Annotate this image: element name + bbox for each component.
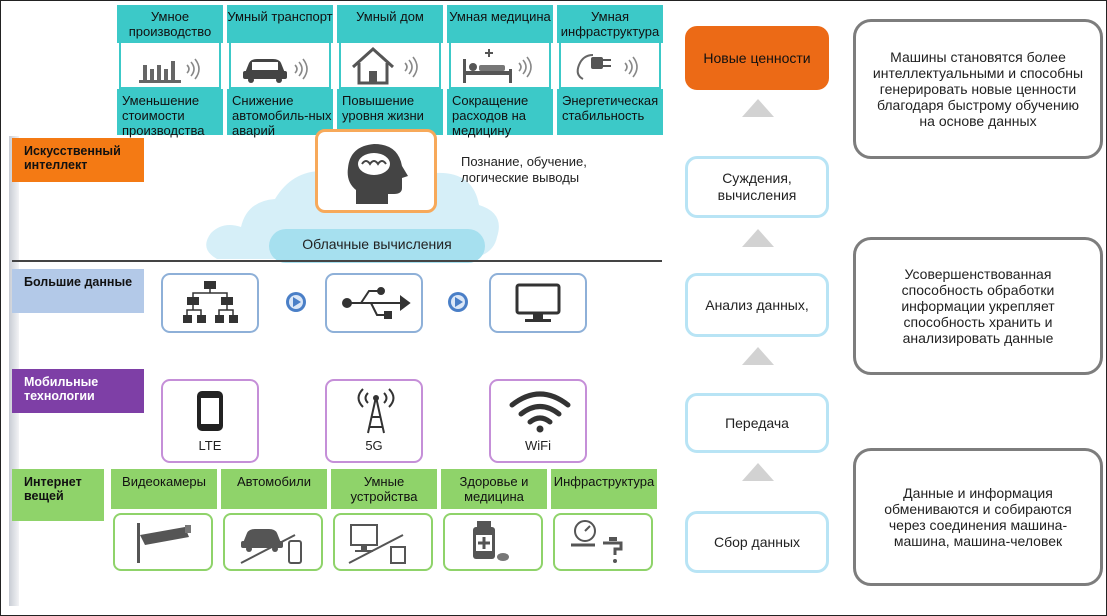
app-smart-transport: Умный транспорт Снижение автомобиль-ных … bbox=[227, 5, 333, 138]
up-arrow-icon bbox=[742, 229, 774, 247]
note-exchange: Данные и информация обмениваются и собир… bbox=[853, 448, 1103, 586]
app-title: Умный транспорт bbox=[227, 5, 333, 43]
iot-item-infrastructure: Инфраструктура bbox=[551, 469, 657, 573]
monitor-icon bbox=[515, 283, 561, 322]
iot-label: Автомобили bbox=[221, 469, 327, 509]
medicine-icon bbox=[473, 521, 509, 561]
mobile-box-5g: 5G bbox=[325, 379, 423, 463]
app-title: Умное производство bbox=[117, 5, 223, 43]
ai-caption: Познание, обучение, логические выводы bbox=[461, 154, 587, 185]
big-data-box-hierarchy bbox=[161, 273, 259, 333]
up-arrow-icon bbox=[742, 463, 774, 481]
app-title: Умная медицина bbox=[447, 5, 553, 43]
cloud-label-pill bbox=[269, 229, 485, 263]
big-data-box-monitor bbox=[489, 273, 587, 333]
car-phone-icon bbox=[240, 529, 302, 564]
up-arrow-icon bbox=[742, 99, 774, 117]
app-benefit: Уменьшение стоимости производства bbox=[117, 89, 223, 138]
mobile-label: WiFi bbox=[525, 438, 551, 453]
hospital-bed-icon bbox=[463, 49, 532, 83]
flow-step-judgment: Суждения, вычисления bbox=[685, 156, 829, 218]
app-smart-medicine: Умная медицина Сокращение расходов на ме… bbox=[447, 5, 553, 138]
house-icon bbox=[351, 46, 418, 85]
play-arrow-icon bbox=[286, 292, 306, 312]
flow-step-collection: Сбор данных bbox=[685, 511, 829, 573]
big-data-box-usb bbox=[325, 273, 423, 333]
factory-icon bbox=[139, 58, 200, 83]
iot-item-health: Здоровье и медицина bbox=[441, 469, 547, 573]
iot-item-cars: Автомобили bbox=[221, 469, 327, 573]
app-benefit: Снижение автомобиль-ных аварий bbox=[227, 89, 333, 138]
layer-label-iot: Интернет вещей bbox=[12, 469, 104, 521]
smartphone-icon bbox=[197, 391, 223, 431]
mobile-box-wifi: WiFi bbox=[489, 379, 587, 463]
app-benefit: Сокращение расходов на медицину bbox=[447, 89, 553, 138]
computer-icon bbox=[348, 524, 406, 564]
ai-brain-box bbox=[315, 129, 437, 213]
antenna-tower-icon bbox=[357, 388, 395, 434]
cloud-label: Облачные вычисления bbox=[302, 236, 452, 252]
flow-step-transfer: Передача bbox=[685, 393, 829, 453]
hierarchy-icon bbox=[183, 281, 238, 323]
wifi-icon bbox=[509, 391, 571, 433]
note-intelligence: Машины становятся более интеллектуальным… bbox=[853, 19, 1103, 159]
play-arrow-icon bbox=[448, 292, 468, 312]
layer-label-big-data: Большие данные bbox=[12, 269, 144, 313]
up-arrow-icon bbox=[742, 347, 774, 365]
app-smart-manufacturing: Умное производство Уменьшение стоимости … bbox=[117, 5, 223, 138]
app-title: Умный дом bbox=[337, 5, 443, 43]
camera-icon bbox=[137, 523, 191, 563]
app-benefit: Энергетическая стабильность bbox=[557, 89, 663, 135]
flow-step-analysis: Анализ данных, bbox=[685, 273, 829, 337]
app-benefit: Повышение уровня жизни bbox=[337, 89, 443, 135]
mobile-label: LTE bbox=[198, 438, 222, 453]
iot-item-cameras: Видеокамеры bbox=[111, 469, 217, 573]
brain-head-icon bbox=[347, 144, 408, 204]
app-title: Умная инфраструктура bbox=[557, 5, 663, 43]
meter-faucet-icon bbox=[571, 520, 623, 563]
iot-label: Инфраструктура bbox=[551, 469, 657, 509]
note-processing: Усовершенствованная способность обработк… bbox=[853, 237, 1103, 375]
layer-label-mobile: Мобильные технологии bbox=[12, 369, 144, 413]
mobile-label: 5G bbox=[365, 438, 383, 453]
iot-label: Здоровье и медицина bbox=[441, 469, 547, 509]
plug-icon bbox=[576, 54, 638, 80]
car-icon bbox=[243, 58, 308, 83]
app-smart-home: Умный дом Повышение уровня жизни bbox=[337, 5, 443, 135]
layer-divider bbox=[12, 260, 662, 262]
iot-label: Видеокамеры bbox=[111, 469, 217, 509]
flow-step-new-values: Новые ценности bbox=[685, 26, 829, 90]
mobile-box-lte: LTE bbox=[161, 379, 259, 463]
app-smart-infrastructure: Умная инфраструктура Энергетическая стаб… bbox=[557, 5, 663, 135]
layer-label-ai: Искусственный интеллект bbox=[12, 138, 144, 182]
usb-icon bbox=[342, 287, 411, 319]
iot-label: Умные устройства bbox=[331, 469, 437, 509]
iot-item-smart-devices: Умные устройства bbox=[331, 469, 437, 573]
